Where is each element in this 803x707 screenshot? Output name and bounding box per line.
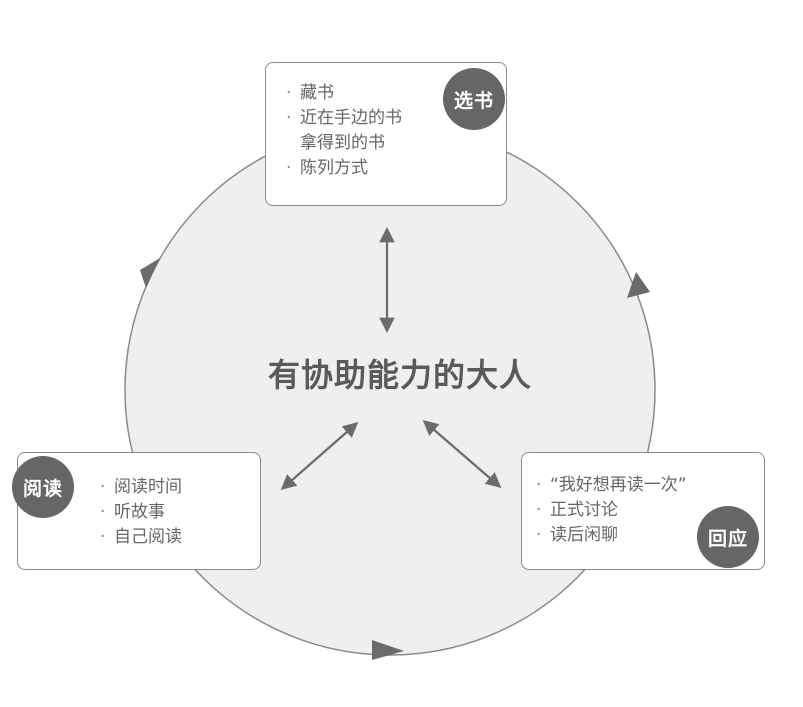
list-item: ·藏书 (286, 81, 402, 106)
list-item: ·陈列方式 (286, 156, 402, 181)
bullet-icon: · (286, 83, 292, 103)
respond-badge: 回应 (697, 506, 759, 568)
select-badge: 选书 (443, 68, 505, 130)
bullet-icon: · (536, 500, 542, 520)
select-items: ·藏书 ·近在手边的书 拿得到的书 ·陈列方式 (286, 81, 402, 181)
bullet-icon: · (536, 525, 542, 545)
bullet-icon: · (100, 477, 106, 497)
list-item: 拿得到的书 (300, 133, 385, 153)
bullet-icon: · (286, 158, 292, 178)
list-item: ·自己阅读 (100, 525, 182, 550)
respond-box: ·“我好想再读一次” ·正式讨论 ·读后闲聊 (521, 452, 765, 570)
bullet-icon: · (536, 475, 542, 495)
center-to-read-arrow (280, 421, 359, 491)
list-item: ·读后闲聊 (536, 523, 687, 548)
read-items: ·阅读时间 ·听故事 ·自己阅读 (100, 475, 182, 550)
cycle-arrow-right (627, 272, 650, 298)
list-item: ·近在手边的书 (286, 106, 402, 131)
bullet-icon: · (286, 108, 292, 128)
bullet-icon: · (100, 502, 106, 522)
bullet-icon: · (100, 527, 106, 547)
list-item: ·“我好想再读一次” (536, 473, 687, 498)
cycle-arrow-bottom (372, 640, 404, 660)
list-item: ·正式讨论 (536, 498, 687, 523)
read-badge: 阅读 (12, 456, 74, 518)
list-item: ·听故事 (100, 500, 182, 525)
list-item: ·阅读时间 (100, 475, 182, 500)
center-to-respond-arrow (422, 419, 502, 489)
respond-items: ·“我好想再读一次” ·正式讨论 ·读后闲聊 (536, 473, 687, 548)
cycle-arrow-left (140, 258, 160, 288)
center-label: 有协助能力的大人 (267, 356, 532, 394)
